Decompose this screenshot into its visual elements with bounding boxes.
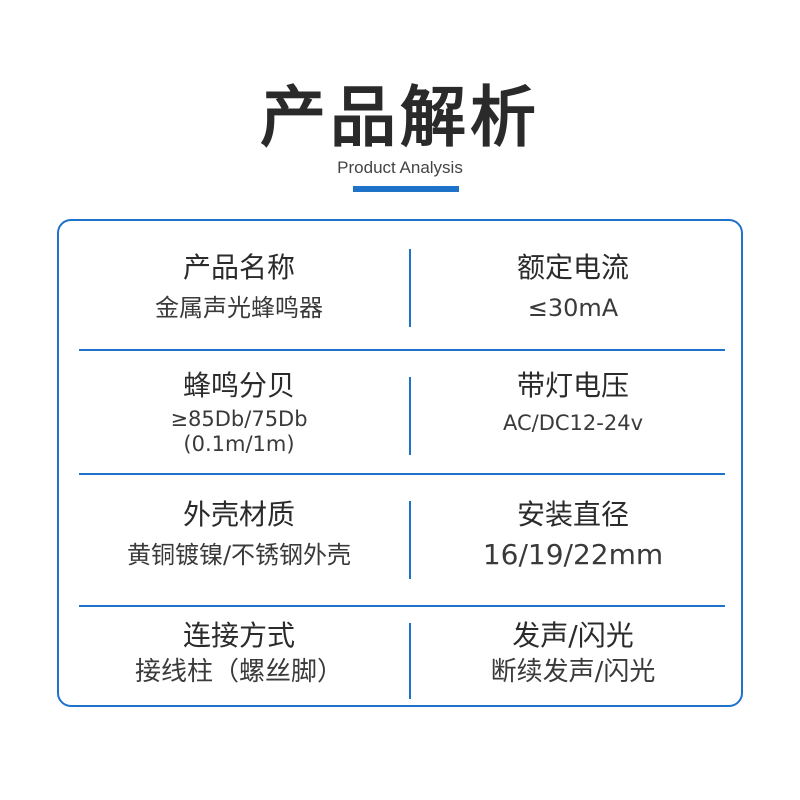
spec-cell-product-name: 产品名称 金属声光蜂鸣器 <box>69 251 409 323</box>
column-divider <box>409 501 411 579</box>
spec-value: ≤30mA <box>527 294 619 322</box>
spec-label: 带灯电压 <box>516 369 629 402</box>
spec-cell-lamp-voltage: 带灯电压 AC/DC12-24v <box>403 369 743 436</box>
spec-label: 额定电流 <box>516 251 629 284</box>
spec-label: 产品名称 <box>182 251 295 284</box>
column-divider <box>409 623 411 699</box>
spec-cell-decibel: 蜂鸣分贝 ≥85Db/75Db (0.1m/1m) <box>69 369 409 457</box>
column-divider <box>409 377 411 455</box>
spec-label: 蜂鸣分贝 <box>182 369 295 402</box>
spec-label: 安装直径 <box>516 498 629 531</box>
row-divider <box>79 473 725 475</box>
spec-value: 接线柱（螺丝脚） <box>134 657 343 687</box>
column-divider <box>409 249 411 327</box>
spec-value: 断续发声/闪光 <box>490 657 656 687</box>
title-underline <box>353 186 459 192</box>
spec-cell-rated-current: 额定电流 ≤30mA <box>403 251 743 323</box>
spec-label: 外壳材质 <box>182 498 295 531</box>
spec-value: 16/19/22mm <box>482 538 664 571</box>
spec-cell-sound-flash: 发声/闪光 断续发声/闪光 <box>403 619 743 687</box>
page-subtitle: Product Analysis <box>337 158 463 177</box>
spec-value: ≥85Db/75Db (0.1m/1m) <box>170 407 308 456</box>
spec-value: 黄铜镀镍/不锈钢外壳 <box>126 541 352 569</box>
spec-cell-housing-material: 外壳材质 黄铜镀镍/不锈钢外壳 <box>69 498 409 570</box>
spec-cell-mount-diameter: 安装直径 16/19/22mm <box>403 498 743 570</box>
row-divider <box>79 605 725 607</box>
row-divider <box>79 349 725 351</box>
spec-cell-connection: 连接方式 接线柱（螺丝脚） <box>69 619 409 687</box>
spec-value: AC/DC12-24v <box>502 411 644 435</box>
page-title: 产品解析 <box>260 79 540 156</box>
spec-label: 发声/闪光 <box>512 619 634 652</box>
spec-value: 金属声光蜂鸣器 <box>155 294 323 322</box>
spec-label: 连接方式 <box>182 619 295 652</box>
spec-table: 产品名称 金属声光蜂鸣器 额定电流 ≤30mA 蜂鸣分贝 ≥85Db/75Db … <box>57 219 743 707</box>
